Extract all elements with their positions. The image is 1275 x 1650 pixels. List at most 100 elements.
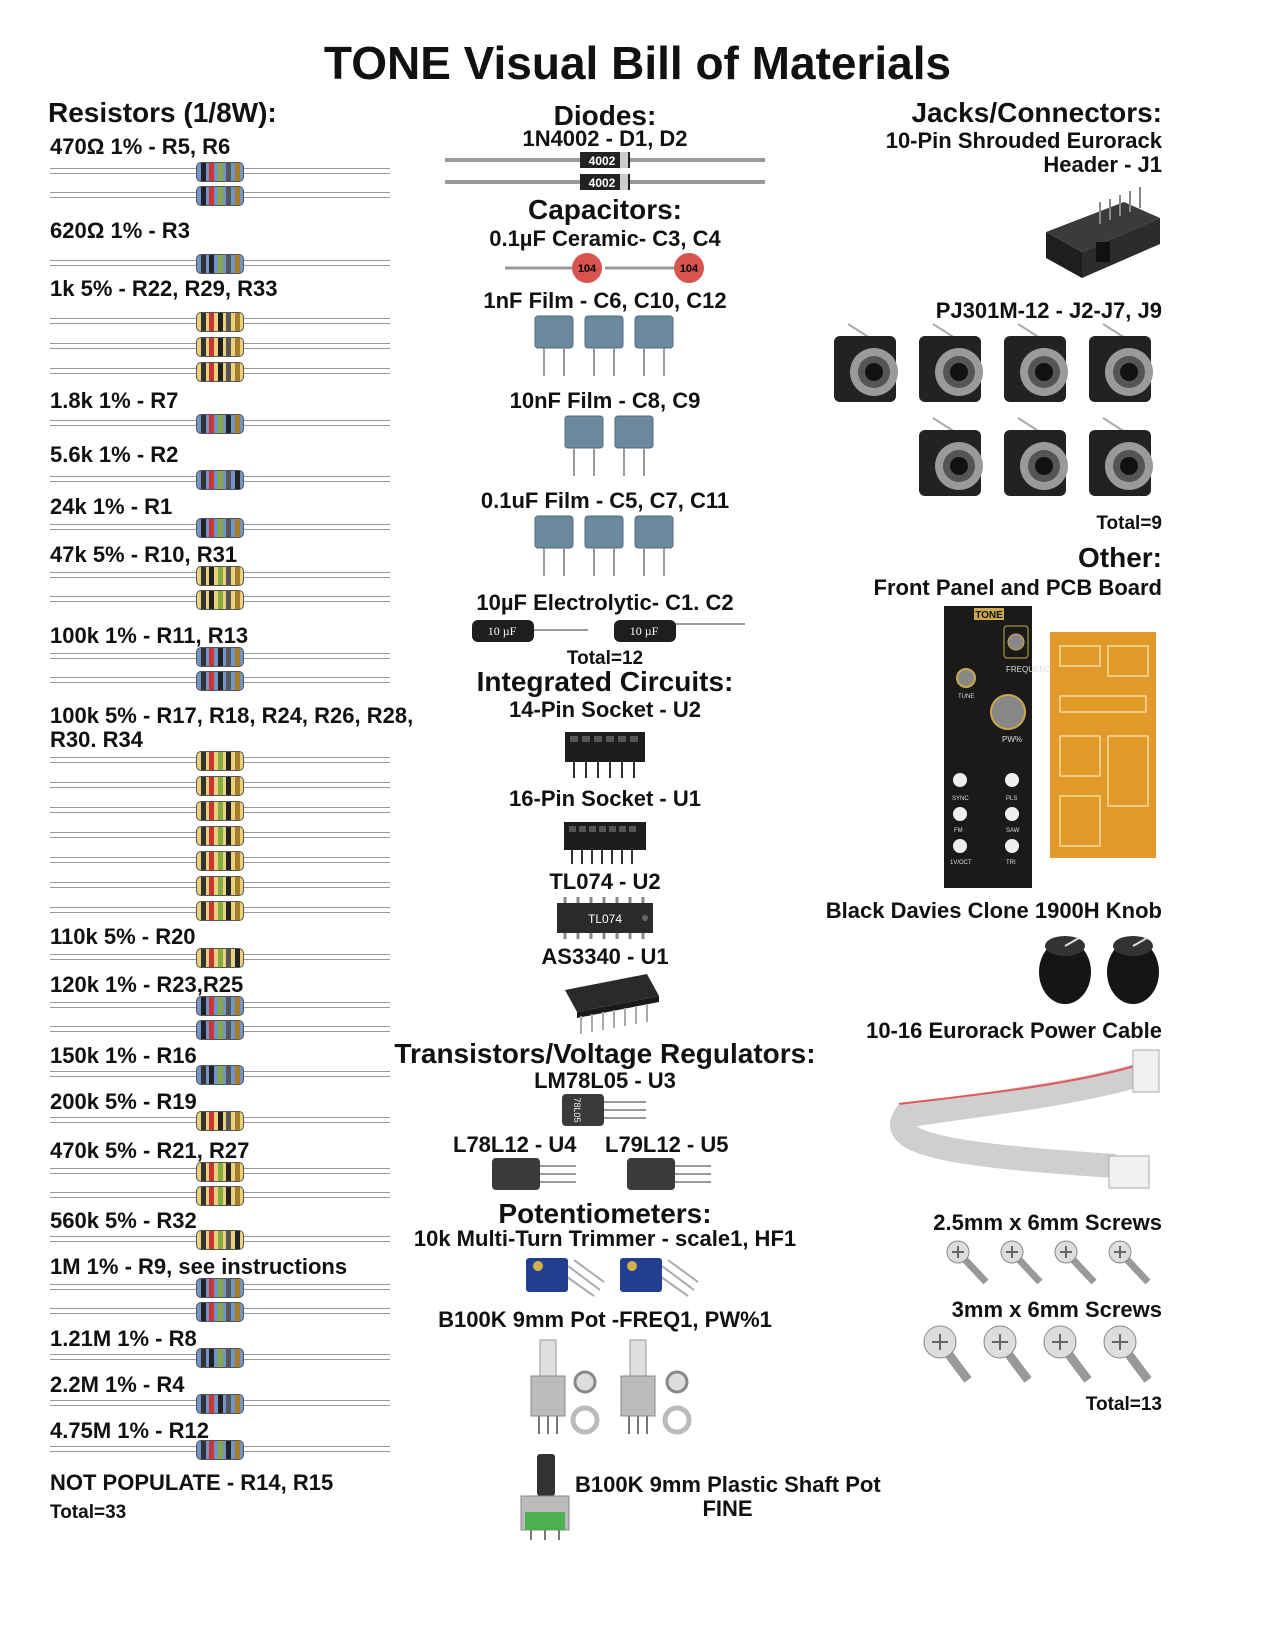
ceramic-cap-label: 0.1µF Ceramic- C3, C4	[489, 226, 721, 251]
plastic-pot-label-1: B100K 9mm Plastic Shaft Pot	[575, 1472, 881, 1497]
power-cable-image	[890, 1049, 1160, 1189]
resistor-image	[50, 826, 390, 846]
as3340-label: AS3340 - U1	[541, 944, 669, 969]
resistor-image	[50, 1065, 390, 1085]
not-populate-label: NOT POPULATE - R14, R15	[50, 1470, 334, 1495]
resistor-image	[50, 362, 390, 382]
resistor-group-label: 620Ω 1% - R3	[50, 218, 190, 243]
capacitors-total: Total=12	[566, 648, 644, 669]
header-label-1: 10-Pin Shrouded Eurorack	[885, 128, 1162, 153]
pj301-label: PJ301M-12 - J2-J7, J9	[935, 298, 1162, 323]
resistor-group-label: 1.8k 1% - R7	[50, 388, 179, 413]
l78l12-label: L78L12 - U4	[453, 1132, 577, 1157]
lm78l05-marking: 78L05	[572, 1097, 582, 1122]
other-heading: Other:	[1078, 542, 1162, 573]
resistor-image	[50, 1302, 390, 1322]
panel-label-sync: SYNC	[952, 796, 969, 802]
socket14-image	[565, 732, 645, 778]
resistor-group-label: 110k 5% - R20	[50, 924, 196, 949]
electrolytic-marking-1: 10 µF	[488, 624, 517, 638]
panel-label-pls: PLS	[1006, 796, 1017, 802]
resistor-image	[50, 518, 390, 538]
resistor-group-label: 5.6k 1% - R2	[50, 442, 179, 467]
film-cap-1nf-image	[534, 315, 674, 376]
resistor-group-label: 150k 1% - R16	[50, 1043, 197, 1068]
resistor-group-label: 24k 1% - R1	[50, 494, 173, 519]
resistor-image	[50, 996, 390, 1016]
film-cap-10nf-image	[564, 415, 654, 476]
resistor-image	[50, 1186, 390, 1206]
jacks-heading: Jacks/Connectors:	[911, 97, 1162, 128]
resistor-image	[50, 1020, 390, 1040]
transistors-heading: Transistors/Voltage Regulators:	[394, 1038, 816, 1069]
resistor-group-label: 1M 1% - R9, see instructions	[50, 1254, 348, 1279]
header-label-2: Header - J1	[1043, 152, 1162, 177]
resistor-image	[50, 647, 390, 667]
plastic-pot-label-2: FINE	[702, 1496, 753, 1521]
diode-label: 1N4002 - D1, D2	[522, 126, 688, 151]
resistor-image	[50, 312, 390, 332]
film-cap-01uf-label: 0.1uF Film - C5, C7, C11	[480, 488, 730, 513]
resistor-image	[50, 851, 390, 871]
panel-title: TONE	[975, 610, 1003, 621]
film-cap-10nf-label: 10nF Film - C8, C9	[509, 388, 701, 413]
jacks-total: Total=9	[1096, 513, 1162, 534]
resistor-image	[50, 801, 390, 821]
pots-heading: Potentiometers:	[498, 1198, 712, 1229]
resistor-image	[50, 1348, 390, 1368]
l79l12-label: L79L12 - U5	[605, 1132, 729, 1157]
resistor-image	[50, 671, 390, 691]
diodes-heading: Diodes:	[553, 100, 657, 131]
ceramic-marking-1: 104	[578, 263, 597, 275]
plastic-shaft-pot-image	[520, 1454, 570, 1540]
capacitors-heading: Capacitors:	[527, 194, 683, 225]
resistor-image	[50, 751, 390, 771]
resistor-image	[50, 1230, 390, 1250]
socket14-label: 14-Pin Socket - U2	[509, 697, 701, 722]
resistor-image	[50, 1111, 390, 1131]
resistor-image	[50, 948, 390, 968]
resistor-group-label: 100k 5% - R17, R18, R24, R26, R28,	[50, 703, 414, 728]
resistor-group-label-cont: R30. R34	[50, 727, 143, 752]
other-total: Total=13	[1085, 1394, 1162, 1415]
electrolytic-marking-2: 10 µF	[630, 624, 659, 638]
resistor-image	[50, 337, 390, 357]
resistor-group-label: 1.21M 1% - R8	[50, 1326, 197, 1351]
socket16-label: 16-Pin Socket - U1	[509, 786, 701, 811]
resistor-image	[50, 901, 390, 921]
resistor-image	[50, 590, 390, 610]
film-cap-1nf-label: 1nF Film - C6, C10, C12	[483, 288, 727, 313]
l79l12-image	[627, 1158, 711, 1190]
lm78l05-label: LM78L05 - U3	[534, 1068, 676, 1093]
electrolytic-cap-label: 10µF Electrolytic- C1. C2	[476, 590, 734, 615]
screws-25-image	[940, 1238, 1165, 1292]
tl074-marking: TL074	[588, 912, 622, 926]
resistor-group-label: 1k 5% - R22, R29, R33	[50, 276, 278, 301]
panel-label-1voct: 1V/OCT	[950, 860, 972, 866]
panel-label-tri: TRI	[1006, 860, 1016, 866]
ceramic-marking-2: 104	[680, 263, 699, 275]
resistor-image	[50, 414, 390, 434]
panel-label-fm: FM	[954, 828, 963, 834]
resistor-image	[50, 1440, 390, 1460]
l78l12-image	[492, 1158, 576, 1190]
screws-3-image	[918, 1322, 1163, 1392]
panel-label-tune: TUNE	[958, 694, 974, 700]
screws-3-label: 3mm x 6mm Screws	[951, 1297, 1162, 1322]
resistor-group-label: 560k 5% - R32	[50, 1208, 197, 1233]
resistor-group-label: 470Ω 1% - R5, R6	[50, 134, 231, 159]
lm78l05-image: 78L05	[562, 1094, 646, 1126]
resistor-image	[50, 186, 390, 206]
resistor-group-label: 120k 1% - R23,R25	[50, 972, 244, 997]
resistor-image	[50, 254, 390, 274]
panel-label-frequency: FREQUENCY	[1006, 665, 1057, 674]
resistors-total: Total=33	[50, 1502, 127, 1523]
electrolytic-cap-image: 10 µF 10 µF	[472, 620, 745, 642]
as3340-image	[565, 974, 659, 1034]
resistor-image	[50, 162, 390, 182]
knob-image	[1039, 936, 1159, 1004]
front-panel-pcb-image: TONE FREQUENCY TUNE PW% SYNC PLS FM SAW …	[944, 606, 1156, 888]
trimmer-label: 10k Multi-Turn Trimmer - scale1, HF1	[413, 1226, 797, 1251]
eurorack-header-image	[1046, 187, 1160, 278]
diode-image: 4002 4002	[445, 152, 765, 190]
